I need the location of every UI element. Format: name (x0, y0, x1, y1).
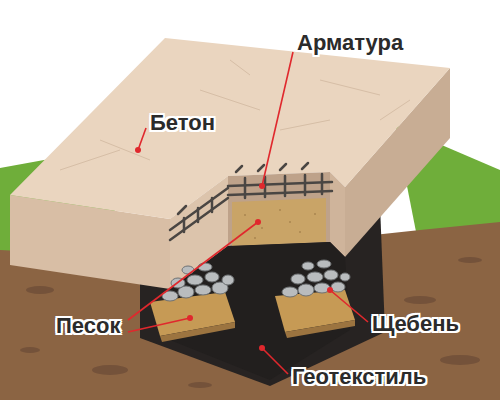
part-label: Песок (56, 313, 120, 339)
part-label: Щебень (372, 311, 459, 337)
sand-pad-side (160, 322, 235, 342)
part-label: Арматура (297, 30, 403, 56)
sand-pad-side (285, 320, 355, 338)
leader-dot (135, 147, 333, 351)
part-label: Геотекстиль (292, 364, 426, 390)
leader-line (128, 52, 368, 374)
concrete-texture (60, 60, 410, 170)
part-label: Бетон (150, 110, 215, 136)
sand-block (232, 198, 326, 246)
gravel (162, 260, 350, 301)
rebar (170, 163, 332, 240)
